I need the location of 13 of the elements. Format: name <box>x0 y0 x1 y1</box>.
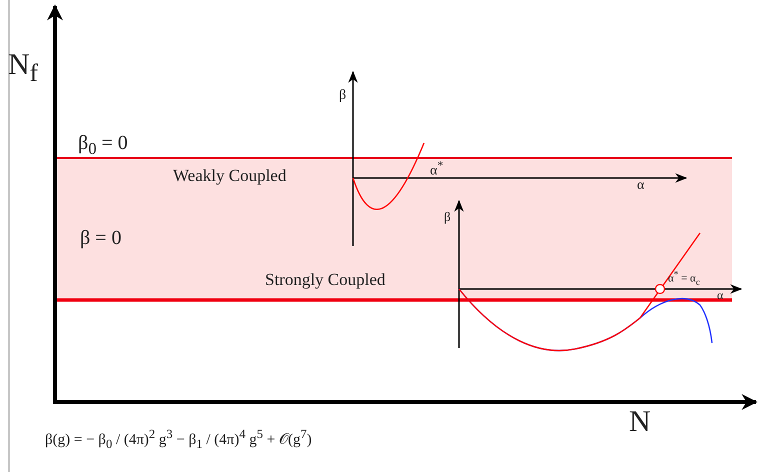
axis-label: N <box>629 405 651 438</box>
boundary-label: β$_{0}$ = 0 <box>78 132 128 158</box>
region-label: Weakly Coupled <box>173 167 286 186</box>
axis-label: N$_{f}$ <box>8 48 38 88</box>
axis-label: β <box>444 210 451 224</box>
equation: β(g) = − β$_{0}$ / (4π)$^{2}$ g$^{3}$ − β$_{1}$ / (4π)$^{4}$ g$^{5}$ + 𝒪(g$^{7}$) <box>45 428 312 452</box>
boundary-label: β = 0 <box>80 227 122 249</box>
axis-label: α$^{*}$ <box>430 160 444 180</box>
axis-label: α <box>717 289 724 302</box>
fixed-point-label: α$^{*}$ = α$_{c}$ <box>668 269 700 287</box>
axis-label: β <box>339 88 346 104</box>
axis-label: α <box>637 178 644 194</box>
region-label: Strongly Coupled <box>265 271 386 290</box>
